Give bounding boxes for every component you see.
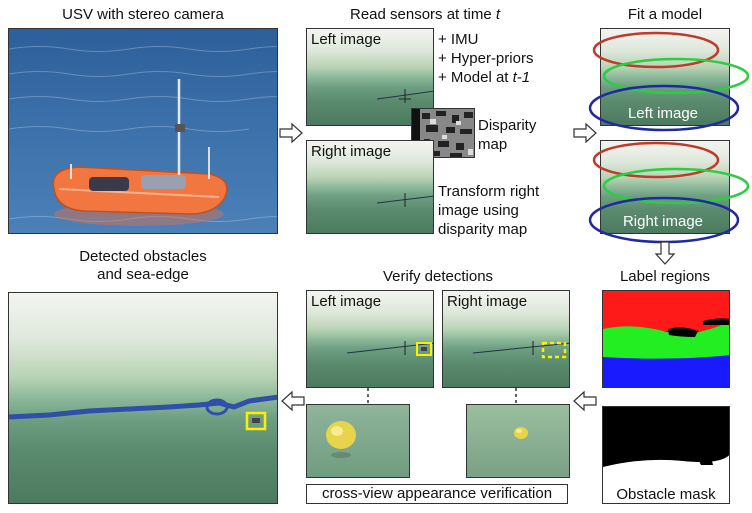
usv-title: USV with stereo camera xyxy=(8,6,278,24)
usv-boat-illustration xyxy=(9,29,278,234)
arrow-left-icon xyxy=(280,390,306,412)
region-segments xyxy=(603,291,730,388)
read-sensors-title: Read sensors at time t xyxy=(350,6,500,24)
sea-edge-line xyxy=(9,397,278,417)
bullet-hyper-priors: + Hyper-priors xyxy=(438,49,533,68)
fit-right-label: Right image xyxy=(600,213,726,231)
detected-result-image xyxy=(8,292,278,504)
read-bullets: + IMU + Hyper-priors + Model at t-1 xyxy=(438,30,533,87)
transform-label: Transform right image using disparity ma… xyxy=(438,182,539,239)
verify-right-scene xyxy=(443,291,570,388)
arrow-right-icon xyxy=(278,122,304,144)
crop-left-buoy xyxy=(306,404,410,478)
detected-overlay xyxy=(9,293,278,504)
ellipse-sky-red xyxy=(594,33,718,67)
fit-left-label: Left image xyxy=(600,105,726,123)
bullet-imu: + IMU xyxy=(438,30,533,49)
buoy-left-illustration xyxy=(307,405,410,478)
verify-left-image: Left image xyxy=(306,290,434,388)
read-right-horizon xyxy=(307,141,434,234)
arrow-down-icon xyxy=(654,240,676,266)
label-regions-title: Label regions xyxy=(600,268,730,286)
verify-title: Verify detections xyxy=(306,268,570,286)
crop-right-buoy xyxy=(466,404,570,478)
verify-right-image: Right image xyxy=(442,290,570,388)
region-label-map xyxy=(602,290,730,388)
ellipse-sky-red xyxy=(594,143,718,177)
detected-title: Detected obstacles and sea-edge xyxy=(8,248,278,284)
buoy-right-illustration xyxy=(467,405,570,478)
cross-view-caption: cross-view appearance verification xyxy=(306,484,568,504)
obstacle-mask-label: Obstacle mask xyxy=(602,486,730,504)
verify-left-scene xyxy=(307,291,434,388)
usv-photo xyxy=(8,28,278,234)
read-right-image: Right image xyxy=(306,140,434,234)
disparity-label: Disparity map xyxy=(478,116,536,154)
bullet-model: + Model at t-1 xyxy=(438,68,533,87)
arrow-left-icon xyxy=(572,390,598,412)
fit-model-title: Fit a model xyxy=(600,6,730,24)
